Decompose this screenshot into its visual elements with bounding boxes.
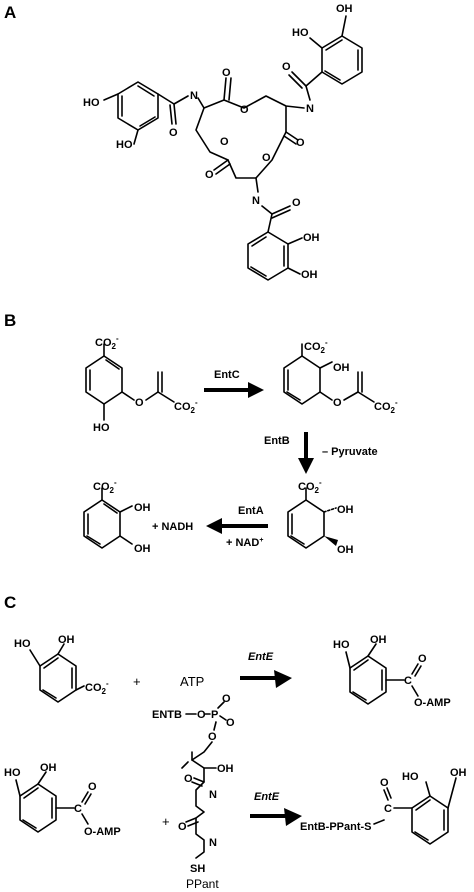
- oh-label: HO: [14, 638, 31, 650]
- oh-label: HO: [4, 767, 21, 779]
- entb-dhb-thioester-structure: EntB-PPant-S C O HO OH: [300, 767, 467, 845]
- dihydrodiol-structure: CO2- OH OH: [287, 478, 354, 556]
- atp-label: ATP: [180, 674, 204, 689]
- co2-label: CO2-: [174, 398, 198, 415]
- oh-label: OH: [40, 762, 57, 774]
- ppant-label: PPant: [186, 877, 219, 891]
- oh-label: OH: [134, 543, 151, 555]
- o-atom: O: [380, 777, 389, 789]
- ente-label-2: EntE: [254, 791, 280, 803]
- nad-label: + NAD+: [226, 537, 263, 549]
- o-atom: O: [333, 397, 342, 409]
- n-atom-bottom: N: [252, 195, 260, 207]
- pyruvate-label: – Pyruvate: [322, 446, 378, 458]
- oh-bottom-2: OH: [301, 269, 318, 281]
- o-atom: O: [262, 152, 271, 164]
- oh-top-right-2: OH: [336, 3, 353, 15]
- ente-arrowhead-2: [284, 808, 302, 826]
- enta-label: EntA: [238, 505, 264, 517]
- co2-label: CO2-: [95, 334, 119, 351]
- o-atom: O: [222, 67, 231, 79]
- entc-arrowhead: [248, 382, 264, 398]
- o-atom: O: [292, 197, 301, 209]
- o-atom: O: [296, 137, 305, 149]
- entc-label: EntC: [214, 369, 240, 381]
- dhb-row1-structure: HO OH CO2-: [14, 634, 109, 703]
- oh-top-right-1: HO: [292, 27, 309, 39]
- oh-label: OH: [58, 634, 75, 646]
- chorismate-structure: CO2- HO O CO2-: [85, 334, 198, 434]
- p-atom: P: [211, 709, 218, 721]
- sh-label: SH: [190, 863, 205, 875]
- c-atom: C: [74, 803, 82, 815]
- dhb-structure: CO2- OH OH: [83, 478, 151, 555]
- nadh-label: + NADH: [152, 521, 193, 533]
- o-atom: O: [184, 773, 193, 785]
- co2-label: CO2-: [85, 679, 109, 696]
- oh-label: OH: [333, 362, 350, 374]
- co2-label: CO2-: [298, 478, 322, 495]
- oh-label: HO: [402, 771, 419, 783]
- oh-label: OH: [337, 544, 354, 556]
- n-atom-left: N: [190, 90, 198, 102]
- dhb-amp-product-structure: HO OH C O O-AMP: [333, 634, 451, 709]
- o-atom: O: [135, 397, 144, 409]
- n-atom: N: [209, 837, 217, 849]
- c-atom: C: [384, 803, 392, 815]
- o-atom: O: [169, 127, 178, 139]
- o-amp-label: O-AMP: [414, 697, 451, 709]
- o-atom: O: [240, 104, 249, 116]
- n-atom: N: [209, 789, 217, 801]
- oh-left-2: HO: [116, 139, 133, 151]
- plus-sign: +: [162, 814, 170, 829]
- oh-bottom-1: OH: [303, 232, 320, 244]
- o-atom: O: [222, 693, 231, 705]
- oh-left-1: HO: [83, 97, 100, 109]
- panel-c-label: C: [4, 593, 16, 612]
- panel-a-label: A: [4, 3, 16, 22]
- o-atom: O: [282, 61, 291, 73]
- o-atom: O: [205, 169, 214, 181]
- oh-label: OH: [134, 502, 151, 514]
- co2-label: CO2-: [93, 478, 117, 495]
- o-atom: O: [208, 731, 217, 743]
- ente-label-1: EntE: [248, 651, 274, 663]
- ente-arrowhead-1: [274, 670, 292, 688]
- entb-label: ENTB: [152, 709, 182, 721]
- oh-label: HO: [93, 422, 110, 434]
- enta-arrowhead: [206, 518, 222, 534]
- n-atom-right: N: [306, 103, 314, 115]
- o-amp-label: O-AMP: [84, 826, 121, 838]
- o-atom: O: [220, 136, 229, 148]
- o-atom: O: [226, 717, 235, 729]
- co2-label: CO2-: [304, 338, 328, 355]
- oh-label: OH: [217, 763, 234, 775]
- oh-label: OH: [450, 767, 467, 779]
- o-atom: O: [178, 821, 187, 833]
- co2-label: CO2-: [374, 398, 398, 415]
- entb-ppant-structure: ENTB O P O O O OH O N O N SH PPant: [152, 693, 235, 891]
- oh-label: HO: [333, 639, 350, 651]
- o-atom: O: [197, 709, 206, 721]
- oh-label: OH: [370, 634, 387, 646]
- enterobactin-structure: HO OH O N O O O O O O N O: [83, 3, 363, 281]
- wedge-bond: [324, 536, 338, 546]
- plus-sign: +: [133, 674, 141, 689]
- isochorismate-structure: CO2- OH O CO2-: [283, 338, 398, 415]
- c-atom: C: [404, 675, 412, 687]
- panel-b-label: B: [4, 311, 16, 330]
- product-label: EntB-PPant-S: [300, 821, 372, 833]
- entb-label: EntB: [264, 435, 290, 447]
- oh-label: OH: [337, 504, 354, 516]
- o-atom: O: [88, 781, 97, 793]
- dhb-amp-reactant-structure: HO OH C O O-AMP: [4, 762, 121, 838]
- o-atom: O: [418, 653, 427, 665]
- entb-arrowhead: [298, 458, 314, 474]
